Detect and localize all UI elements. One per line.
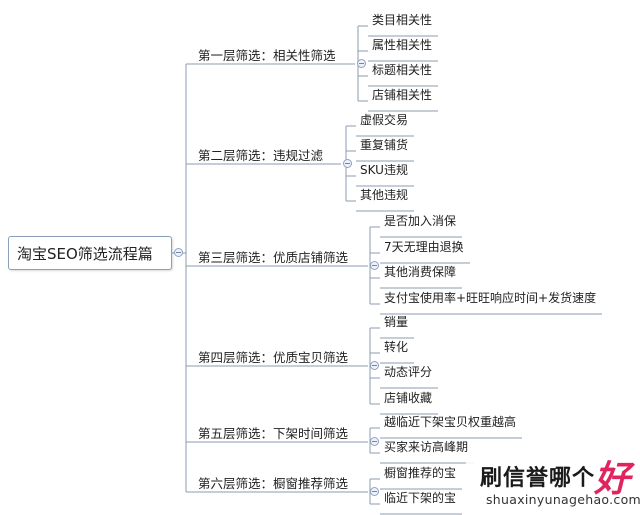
collapse-toggle-icon[interactable] [370, 261, 379, 270]
collapse-toggle-icon[interactable] [174, 248, 183, 257]
collapse-toggle-icon[interactable] [370, 361, 379, 370]
leaf-node[interactable]: 其他消费保障 [384, 265, 457, 279]
watermark-url: shuaxinyunagehao.com [486, 492, 640, 507]
leaf-node[interactable]: 支付宝使用率+旺旺响应时间+发货速度 [384, 291, 597, 305]
leaf-node[interactable]: 标题相关性 [372, 63, 433, 77]
leaf-node[interactable]: 7天无理由退换 [384, 240, 464, 254]
leaf-node[interactable]: 是否加入消保 [384, 214, 457, 228]
watermark-accent: 好 [594, 458, 631, 500]
collapse-toggle-icon[interactable] [357, 59, 366, 68]
branch-node[interactable]: 第三层筛选：优质店铺筛选 [198, 250, 349, 265]
leaf-node[interactable]: 类目相关性 [372, 13, 433, 27]
leaf-node[interactable]: 临近下架的宝 [384, 491, 457, 505]
leaf-node[interactable]: 橱窗推荐的宝 [384, 466, 457, 480]
branch-node[interactable]: 第六层筛选：橱窗推荐筛选 [198, 476, 349, 491]
leaf-node[interactable]: 越临近下架宝贝权重越高 [384, 415, 517, 429]
leaf-node[interactable]: 属性相关性 [372, 38, 433, 52]
leaf-node[interactable]: 转化 [384, 340, 409, 354]
leaf-node[interactable]: 其他违规 [360, 188, 409, 202]
collapse-toggle-icon[interactable] [370, 487, 379, 496]
branch-node[interactable]: 第一层筛选：相关性筛选 [198, 48, 336, 63]
root-node[interactable]: 淘宝SEO筛选流程篇 [8, 236, 172, 270]
branch-node[interactable]: 第四层筛选：优质宝贝筛选 [198, 350, 349, 365]
leaf-node[interactable]: 动态评分 [384, 365, 433, 379]
watermark-text: 刷信誉哪个 [480, 465, 596, 491]
branch-node[interactable]: 第二层筛选：违规过滤 [198, 148, 324, 163]
collapse-toggle-icon[interactable] [370, 437, 379, 446]
leaf-node[interactable]: 重复铺货 [360, 138, 409, 152]
leaf-node[interactable]: 店铺相关性 [372, 88, 433, 102]
leaf-node[interactable]: SKU违规 [360, 163, 408, 177]
watermark: 刷信誉哪个 好 shuaxinyunagehao.com [466, 458, 640, 515]
branch-node[interactable]: 第五层筛选：下架时间筛选 [198, 426, 349, 441]
leaf-node[interactable]: 销量 [384, 315, 409, 329]
leaf-node[interactable]: 虚假交易 [360, 113, 409, 127]
leaf-node[interactable]: 店铺收藏 [384, 391, 433, 405]
root-label: 淘宝SEO筛选流程篇 [17, 244, 153, 263]
leaf-node[interactable]: 买家来访高峰期 [384, 440, 469, 454]
collapse-toggle-icon[interactable] [343, 159, 352, 168]
